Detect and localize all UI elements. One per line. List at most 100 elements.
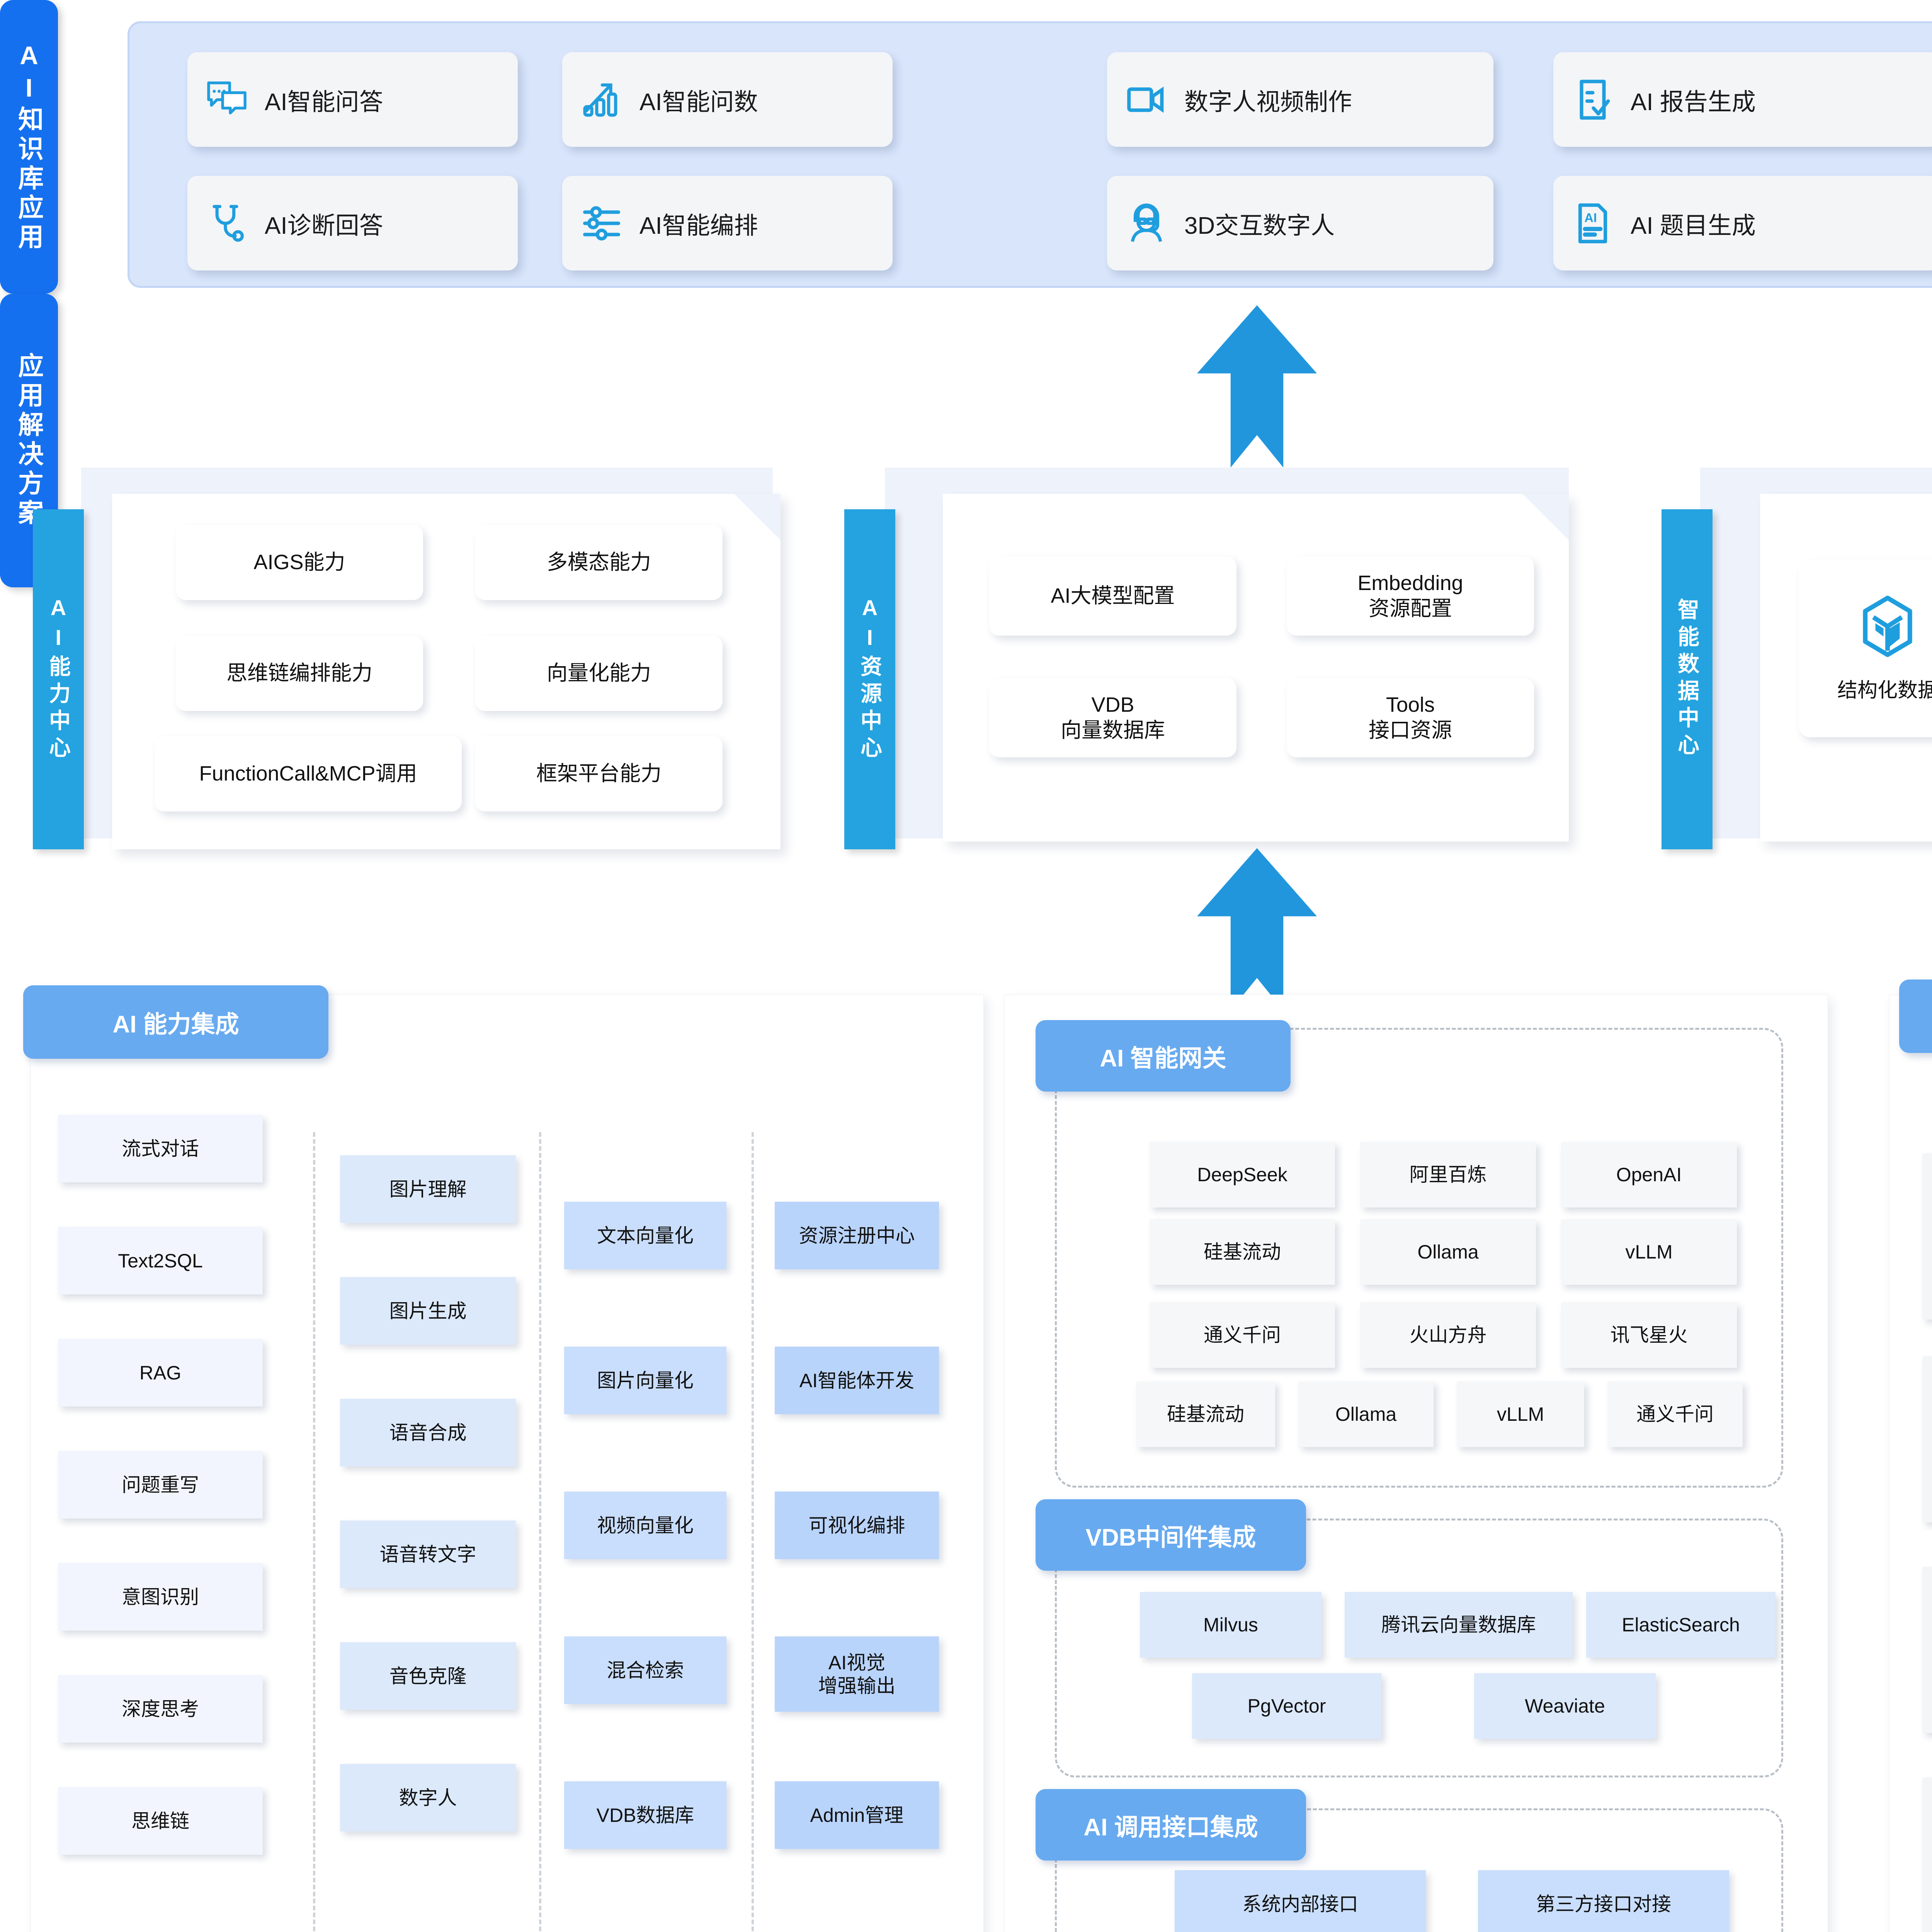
integration-item[interactable]: 图片理解 bbox=[340, 1155, 516, 1223]
app-card-label: AI智能问答 bbox=[265, 88, 383, 116]
vdb-item[interactable]: Weaviate bbox=[1474, 1673, 1656, 1739]
integration-item[interactable]: 视频向量化 bbox=[564, 1492, 726, 1559]
vdb-dashed-container bbox=[1055, 1519, 1783, 1777]
capability-center-tab[interactable]: AI能力中心 bbox=[33, 509, 84, 849]
gateway-item[interactable]: 阿里百炼 bbox=[1360, 1142, 1536, 1208]
integration-item[interactable]: AI智能体开发 bbox=[775, 1347, 939, 1414]
gateway-item[interactable]: 讯飞星火 bbox=[1561, 1302, 1737, 1368]
app-card-ai-question-gen[interactable]: AI AI 题目生成 bbox=[1553, 176, 1932, 270]
vdb-item[interactable]: Milvus bbox=[1140, 1592, 1321, 1658]
governance-source[interactable]: 数据库数据 bbox=[1922, 1153, 1932, 1320]
governance-source[interactable]: 知识图谱 bbox=[1922, 1567, 1932, 1733]
integration-item[interactable]: 数字人 bbox=[340, 1764, 516, 1832]
resource-item-line2: 向量数据库 bbox=[1061, 718, 1165, 742]
vdb-middleware-title[interactable]: VDB中间件集成 bbox=[1036, 1499, 1306, 1571]
integration-item[interactable]: 问题重写 bbox=[58, 1451, 263, 1519]
resource-item-line2: 资源配置 bbox=[1369, 597, 1452, 620]
resource-item-line1: VDB bbox=[1091, 693, 1134, 716]
capability-item[interactable]: FunctionCall&MCP调用 bbox=[155, 736, 462, 811]
report-check-icon bbox=[1570, 77, 1615, 122]
gateway-item[interactable]: 火山方舟 bbox=[1360, 1302, 1536, 1368]
panel-corner-notch bbox=[1785, 995, 1828, 1037]
column-divider bbox=[752, 1132, 754, 1932]
column-divider bbox=[313, 1132, 315, 1932]
gateway-item[interactable]: OpenAI bbox=[1561, 1142, 1737, 1208]
integration-item[interactable]: 意图识别 bbox=[58, 1563, 263, 1631]
app-card-ai-orchestration[interactable]: AI智能编排 bbox=[562, 176, 893, 270]
integration-item[interactable]: 语音合成 bbox=[340, 1399, 516, 1466]
upward-arrow-to-resource-center bbox=[1197, 848, 1317, 1010]
vdb-item[interactable]: PgVector bbox=[1192, 1673, 1381, 1739]
app-card-3d-digital-human[interactable]: 3D交互数字人 bbox=[1107, 176, 1493, 270]
data-center-item-label: 结构化数据 bbox=[1837, 679, 1932, 702]
integration-item[interactable]: 图片向量化 bbox=[564, 1347, 726, 1414]
app-card-ai-diagnosis[interactable]: AI诊断回答 bbox=[187, 176, 518, 270]
gateway-item[interactable]: Ollama bbox=[1298, 1381, 1434, 1447]
integration-item[interactable]: Text2SQL bbox=[58, 1227, 263, 1294]
gateway-item[interactable]: 硅基流动 bbox=[1150, 1219, 1335, 1285]
app-card-label: 3D交互数字人 bbox=[1184, 212, 1335, 239]
integration-item[interactable]: 思维链 bbox=[58, 1787, 263, 1855]
app-card-ai-qa[interactable]: AI智能问答 bbox=[187, 52, 518, 147]
resource-item-line1: Embedding bbox=[1357, 571, 1463, 595]
app-card-ai-report[interactable]: AI 报告生成 bbox=[1553, 52, 1932, 147]
headset-avatar-icon bbox=[1124, 201, 1169, 246]
api-integration-title[interactable]: AI 调用接口集成 bbox=[1036, 1789, 1306, 1861]
api-item[interactable]: 系统内部接口 bbox=[1175, 1870, 1426, 1932]
vdb-item[interactable]: 腾讯云向量数据库 bbox=[1345, 1592, 1573, 1658]
api-dashed-container bbox=[1055, 1808, 1783, 1932]
gateway-item[interactable]: DeepSeek bbox=[1150, 1142, 1335, 1208]
gateway-item[interactable]: vLLM bbox=[1457, 1381, 1584, 1447]
app-card-label: AI 报告生成 bbox=[1631, 88, 1756, 116]
capability-item[interactable]: 思维链编排能力 bbox=[176, 636, 423, 711]
data-center-tab[interactable]: 智能数据中心 bbox=[1662, 509, 1713, 849]
capability-item[interactable]: 多模态能力 bbox=[475, 525, 723, 600]
vdb-item[interactable]: ElasticSearch bbox=[1586, 1592, 1776, 1658]
integration-item[interactable]: AI视觉 增强输出 bbox=[775, 1636, 939, 1712]
gateway-item[interactable]: 通义千问 bbox=[1607, 1381, 1743, 1447]
ai-integration-title[interactable]: AI 能力集成 bbox=[23, 985, 328, 1059]
capability-item[interactable]: AIGS能力 bbox=[176, 525, 423, 600]
governance-source[interactable]: 表格数据 bbox=[1922, 1356, 1932, 1522]
data-governance-title[interactable]: 智能数据治理 bbox=[1899, 980, 1932, 1053]
svg-text:AI: AI bbox=[1584, 210, 1597, 224]
gateway-item[interactable]: vLLM bbox=[1561, 1219, 1737, 1285]
resource-item[interactable]: Tools 接口资源 bbox=[1287, 678, 1534, 757]
app-card-digital-human-video[interactable]: 数字人视频制作 bbox=[1107, 52, 1493, 147]
integration-item[interactable]: 图片生成 bbox=[340, 1277, 516, 1345]
gateway-item[interactable]: 通义千问 bbox=[1150, 1302, 1335, 1368]
integration-item[interactable]: 资源注册中心 bbox=[775, 1202, 939, 1269]
integration-item[interactable]: 文本向量化 bbox=[564, 1202, 726, 1269]
capability-item[interactable]: 向量化能力 bbox=[475, 636, 723, 711]
api-item[interactable]: 第三方接口对接 bbox=[1478, 1870, 1729, 1932]
ai-document-icon: AI bbox=[1570, 201, 1615, 246]
integration-item[interactable]: 深度思考 bbox=[58, 1675, 263, 1743]
resource-item[interactable]: VDB 向量数据库 bbox=[989, 678, 1236, 757]
gateway-title[interactable]: AI 智能网关 bbox=[1036, 1020, 1291, 1092]
resource-center-tab[interactable]: AI资源中心 bbox=[844, 509, 895, 849]
data-center-item-structured[interactable]: 结构化数据 bbox=[1799, 560, 1932, 737]
resource-item-line1: Tools bbox=[1386, 693, 1435, 716]
integration-item[interactable]: VDB数据库 bbox=[564, 1781, 726, 1849]
gateway-item[interactable]: Ollama bbox=[1360, 1219, 1536, 1285]
column-divider bbox=[539, 1132, 541, 1932]
integration-item[interactable]: 音色克隆 bbox=[340, 1642, 516, 1710]
integration-item[interactable]: 混合检索 bbox=[564, 1636, 726, 1704]
resource-item[interactable]: AI大模型配置 bbox=[989, 556, 1236, 636]
governance-source[interactable]: 向量化数据 bbox=[1922, 1777, 1932, 1932]
panel-corner-notch bbox=[1522, 494, 1569, 540]
integration-item[interactable]: RAG bbox=[58, 1339, 263, 1406]
gateway-item[interactable]: 硅基流动 bbox=[1136, 1381, 1275, 1447]
integration-item[interactable]: 流式对话 bbox=[58, 1115, 263, 1182]
integration-item[interactable]: 可视化编排 bbox=[775, 1492, 939, 1559]
application-solution-tab[interactable]: 应用解决方案 bbox=[0, 294, 58, 587]
integration-item[interactable]: 语音转文字 bbox=[340, 1520, 516, 1588]
app-card-ai-data-query[interactable]: AI智能问数 bbox=[562, 52, 893, 147]
capability-item[interactable]: 框架平台能力 bbox=[475, 736, 723, 811]
integration-item[interactable]: Admin管理 bbox=[775, 1781, 939, 1849]
app-card-label: AI智能编排 bbox=[639, 212, 758, 239]
app-card-label: AI智能问数 bbox=[639, 88, 758, 116]
resource-item[interactable]: Embedding 资源配置 bbox=[1287, 556, 1534, 636]
knowledge-base-app-tab[interactable]: AI知识库应用 bbox=[0, 0, 58, 294]
app-card-label: 数字人视频制作 bbox=[1184, 88, 1352, 116]
